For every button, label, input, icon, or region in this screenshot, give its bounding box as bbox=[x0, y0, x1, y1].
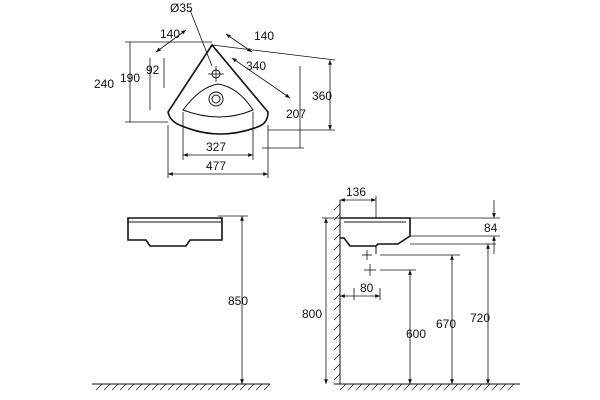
dim-84: 84 bbox=[484, 221, 498, 235]
top-view: Ø35 140 140 340 240 190 92 360 207 327 bbox=[94, 1, 336, 178]
dim-340: 340 bbox=[246, 59, 266, 73]
dim-600: 600 bbox=[406, 327, 426, 341]
dim-80: 80 bbox=[360, 281, 374, 295]
front-basin-outline bbox=[127, 217, 223, 247]
side-floor-hatch bbox=[339, 383, 515, 391]
side-basin-outline bbox=[340, 217, 411, 247]
dim-diameter: Ø35 bbox=[170, 1, 193, 15]
dim-190: 190 bbox=[120, 71, 140, 85]
dim-800: 800 bbox=[302, 307, 322, 321]
ext-360-top bbox=[211, 44, 336, 61]
dim-140-right: 140 bbox=[254, 29, 274, 43]
diameter-leader bbox=[189, 9, 213, 67]
dim-136: 136 bbox=[346, 185, 366, 199]
valve-upper bbox=[362, 250, 372, 260]
dim-360: 360 bbox=[312, 89, 332, 103]
dim-670: 670 bbox=[436, 317, 456, 331]
valve-lower bbox=[364, 264, 376, 276]
dim-327: 327 bbox=[206, 140, 226, 154]
side-wall-hatch bbox=[333, 203, 341, 381]
basin-bowl bbox=[182, 83, 254, 118]
dim-92: 92 bbox=[146, 63, 160, 77]
drain-outer-circle bbox=[208, 91, 224, 107]
basin-outline bbox=[167, 43, 269, 135]
dim-207: 207 bbox=[286, 107, 306, 121]
front-view: 850 bbox=[92, 215, 271, 391]
dim-line-140-left bbox=[155, 29, 187, 53]
drain-inner-circle bbox=[211, 94, 221, 104]
dim-140-left: 140 bbox=[160, 27, 180, 41]
dim-720: 720 bbox=[470, 311, 490, 325]
dim-477: 477 bbox=[206, 159, 226, 173]
dim-850: 850 bbox=[228, 294, 248, 308]
side-view: 136 84 80 800 600 670 720 bbox=[302, 185, 520, 391]
front-floor-hatch bbox=[95, 383, 271, 391]
dim-240: 240 bbox=[94, 77, 114, 91]
dim-line-340 bbox=[231, 57, 291, 99]
